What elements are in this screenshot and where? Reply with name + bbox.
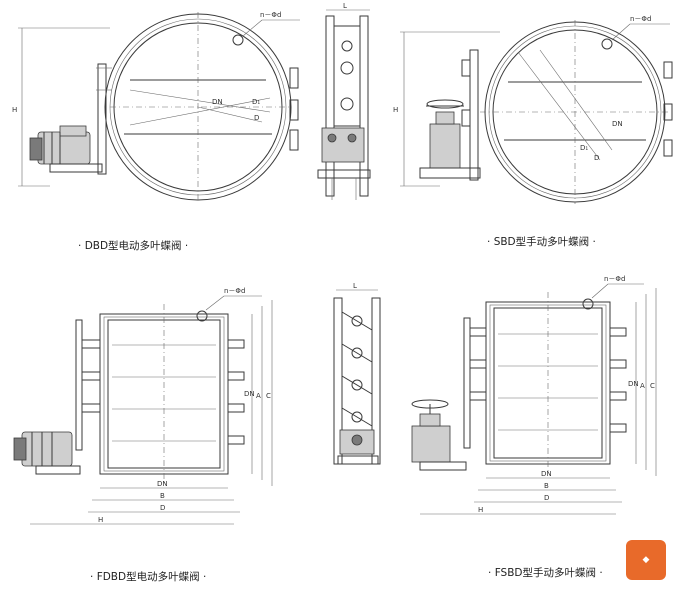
fdbd-d-label: D [160,504,165,512]
fsbd-hole-label: n－Φd [604,275,625,283]
caption-dot: · [487,236,491,248]
dbd-h-label: H [12,106,17,114]
caption-dot: · [184,240,189,252]
caption-fdbd-wrap: · FDBD型电动多叶蝶阀 · [90,569,206,584]
caption-fsbd: FSBD型手动多叶蝶阀 [494,567,596,579]
caption-dot: · [488,567,492,579]
dbd-d-label: D [254,114,259,122]
caption-sbd-wrap: · SBD型手动多叶蝶阀 · [487,234,596,249]
dbd-hole-label: n－Φd [260,11,281,19]
fsbd-dn-vert-label: DN [628,380,639,388]
dbd-d1-label: D₁ [252,98,260,106]
fsbd-dn-label: DN [541,470,552,478]
sbd-hole-label: n－Φd [630,15,651,23]
dbd-dn-label: DN [212,98,223,106]
caption-dbd-wrap: · DBD型电动多叶蝶阀 · [78,238,188,253]
caption-dot: · [592,236,596,248]
caption-dot: · [78,240,82,252]
fsbd-b-label: B [544,482,549,490]
caption-dot: · [599,567,603,579]
sbd-d-label: D [594,154,599,162]
fdbd-hole-label: n－Φd [224,287,245,295]
fdbd-front-view [13,295,273,525]
fdbd-dn-label: DN [157,480,168,488]
caption-dbd: DBD型电动多叶蝶阀 [84,240,182,252]
sbd-dn-label: DN [612,120,623,128]
dbd-side-l-label: L [343,2,347,10]
caption-sbd: SBD型手动多叶蝶阀 [493,236,590,248]
fsbd-d-label: D [544,494,549,502]
fdbd-h-label: H [98,516,103,524]
caption-dot: · [202,571,207,583]
dbd-side-view [317,9,371,200]
caption-dot: · [90,571,94,583]
dbd-front-view [18,12,300,201]
logo-stamp-icon: ◆ [626,540,666,580]
sbd-front-view [400,20,673,204]
fdbd-side-view [333,289,381,465]
fsbd-c-label: C [650,382,655,390]
caption-fdbd: FDBD型电动多叶蝶阀 [96,571,200,583]
fdbd-a-label: A [256,392,261,400]
fdbd-b-label: B [160,492,165,500]
fsbd-front-view [411,283,657,515]
fdbd-dn-vert-label: DN [244,390,255,398]
fdbd-side-l-label: L [353,282,357,290]
caption-fsbd-wrap: · FSBD型手动多叶蝶阀 · [488,565,603,580]
fsbd-a-label: A [640,382,645,390]
sbd-h-label: H [393,106,398,114]
fdbd-c-label: C [266,392,271,400]
sbd-d1-label: D₁ [580,144,588,152]
fsbd-h-label: H [478,506,483,514]
